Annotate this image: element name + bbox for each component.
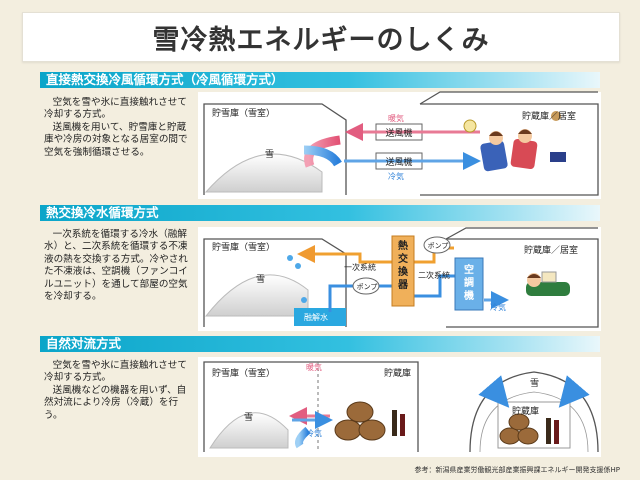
store-room-label-3: 貯蔵庫: [384, 369, 412, 379]
fan-label-2: 送風機: [385, 158, 413, 168]
dome-store-label: 貯蔵庫: [512, 407, 540, 417]
warm-air-label-3: 暖気: [306, 363, 322, 372]
meltwater-tank: [294, 308, 346, 326]
warm-air-label-1: 暖気: [388, 114, 404, 123]
section-3-description: 空気を雪や氷に直接触れさせて冷却する方式。 送風機などの機器を用いず、自然対流に…: [44, 360, 192, 422]
store-room-building-1: [420, 103, 599, 196]
page-title: 雪冷熱エネルギーのしくみ: [22, 12, 620, 62]
diagram-3: [198, 357, 601, 457]
meltwater-label: 融解水: [304, 313, 328, 322]
secondary-system-label: 二次系統: [418, 271, 450, 280]
section-heading-3: 自然対流方式: [40, 336, 600, 352]
snow-room-label-2: 貯雪庫（雪室）: [212, 243, 276, 253]
primary-system-label: 一次系統: [344, 263, 376, 272]
secondary-pipe-supply: [414, 274, 455, 298]
dome-cold-arrow-right: [558, 375, 590, 408]
aircon-label: 空調機: [464, 265, 474, 302]
person-reading-illustration: [526, 271, 570, 296]
primary-pipe-return: [297, 245, 392, 264]
fan-label-1: 送風機: [385, 129, 413, 139]
dome-snow-label: 雪: [530, 379, 540, 389]
snow-label-1: 雪: [265, 150, 275, 160]
barrels-illustration-2: [499, 413, 559, 445]
snow-label-2: 雪: [256, 275, 266, 285]
snow-pile-1: [204, 153, 323, 193]
section-3-desc-para-1: 空気を雪や氷に直接触れさせて冷却する方式。: [44, 360, 187, 384]
snow-pile-3: [209, 412, 289, 449]
cold-air-label-3: 冷気: [306, 429, 322, 438]
pump-1: [352, 277, 380, 295]
pump-2: [423, 236, 451, 254]
store-room-building-2: [446, 238, 599, 328]
aircon-box: [454, 257, 484, 311]
heat-exchanger-box: [391, 235, 415, 307]
diagram-2: [198, 227, 601, 331]
section-heading-1: 直接熱交換冷風循環方式（冷風循環方式）: [40, 72, 600, 88]
dome-cold-arrow-left: [478, 375, 510, 408]
barrels-illustration-1: [334, 401, 405, 441]
snow-room-building-3: [203, 361, 419, 452]
section-1-desc-para-2: 送風機を用いて、貯雪庫と貯蔵庫や冷房の対象となる居室の間で空気を強制循環させる。: [44, 121, 188, 158]
diagram-1: [198, 91, 601, 199]
section-1-desc-para-1: 空気を雪や氷に直接触れさせて冷却する方式。: [44, 97, 187, 121]
section-1-description: 空気を雪や氷に直接触れさせて冷却する方式。 送風機を用いて、貯雪庫と貯蔵庫や冷房…: [44, 97, 192, 159]
snow-label-3: 雪: [244, 413, 254, 423]
source-footnote: 参考：新潟県産業労働観光部産業振興課エネルギー開発支援係HP: [414, 466, 620, 474]
cold-air-label-2: 冷気: [490, 303, 506, 312]
heat-exchanger-label: 熱交換器: [398, 241, 408, 291]
cold-swirl-1: [303, 145, 342, 167]
cold-air-label-1: 冷気: [388, 172, 404, 181]
section-heading-2: 熱交換冷水循環方式: [40, 205, 600, 221]
snow-room-label-3: 貯雪庫（雪室）: [212, 369, 276, 379]
snow-pile-2: [204, 274, 309, 317]
store-room-label-1: 貯蔵庫／居室: [522, 112, 577, 122]
store-room-label-2: 貯蔵庫／居室: [524, 246, 579, 256]
section-2-desc-para-1: 一次系統を循環する冷水（融解水）と、二次系統を循環する不凍液の熱を交換する方式。…: [44, 229, 188, 303]
section-3-desc-para-2: 送風機などの機器を用いず、自然対流により冷房（冷蔵）を行う。: [44, 384, 187, 421]
pump-label-2: ポンプ: [427, 242, 449, 250]
pump-label-1: ポンプ: [356, 283, 378, 291]
dome-building: [469, 371, 599, 453]
people-illustration-1: [463, 111, 566, 172]
section-2-description: 一次系統を循環する冷水（融解水）と、二次系統を循環する不凍液の熱を交換する方式。…: [44, 229, 192, 303]
snow-room-label-1: 貯雪庫（雪室）: [212, 109, 276, 119]
